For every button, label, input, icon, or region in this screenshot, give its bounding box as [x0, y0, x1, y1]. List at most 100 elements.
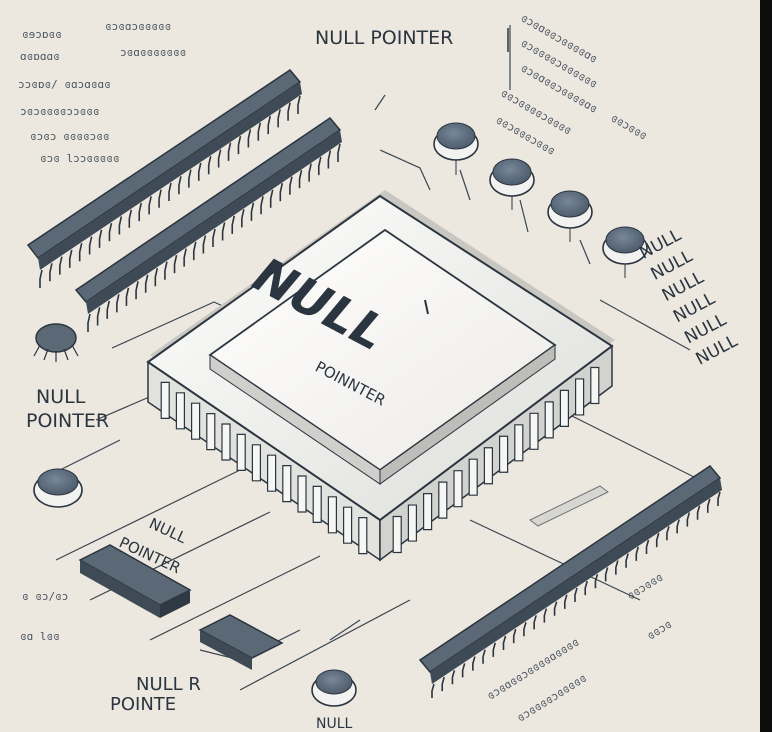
pin — [39, 269, 43, 288]
pin — [297, 95, 301, 114]
chip-pin — [282, 465, 292, 503]
bottom-left-label-2: POINTE — [110, 694, 176, 715]
pin — [472, 656, 476, 671]
pin — [686, 512, 691, 527]
capacitor-4 — [602, 226, 648, 278]
pin — [128, 209, 133, 228]
pin — [533, 615, 537, 630]
pin — [584, 580, 588, 596]
pin — [451, 670, 456, 685]
pin — [192, 241, 197, 261]
pin — [327, 150, 332, 169]
small-component-right — [529, 485, 609, 527]
pin — [207, 156, 212, 175]
svg-text:ɞɞɔɞɞɞ: ɞɞɔɞɞɞ — [609, 111, 650, 142]
chip-pin — [327, 496, 337, 534]
capacitor-row — [33, 122, 648, 707]
pin — [717, 491, 721, 506]
svg-text:ɔɔɞɒɞ/ ɞɑɔɑɞɑɞ: ɔɔɞɒɞ/ ɞɑɔɑɞɑɞ — [18, 78, 111, 91]
svg-text:ɑɞɒɑɑɞ: ɑɞɒɑɑɞ — [20, 50, 60, 63]
ic-strip-upper-left-2 — [74, 116, 342, 332]
left-label-line1: NULL — [36, 386, 86, 408]
pin — [49, 263, 53, 282]
chip-pin — [221, 423, 231, 461]
pin — [78, 243, 83, 262]
chip-pin — [423, 493, 433, 531]
pin — [563, 594, 568, 609]
capacitor-left — [33, 468, 83, 508]
pin — [227, 142, 232, 161]
pin — [116, 294, 120, 313]
small-chip-left — [78, 544, 192, 618]
bottom-left-label-1: NULL R — [136, 674, 201, 695]
pin — [98, 229, 103, 248]
chip-pin — [544, 401, 554, 439]
left-label-line2: POINTER — [26, 410, 109, 432]
pin — [279, 183, 284, 202]
chip-pin — [175, 392, 185, 430]
chip-pin — [499, 435, 509, 473]
svg-text:ɔɞɔɞɞɞɞɔɔɞɞɞ: ɔɞɔɞɞɞɞɔɔɞɞɞ — [20, 105, 99, 118]
pin — [431, 683, 435, 698]
pin — [502, 635, 507, 650]
pin — [287, 102, 291, 121]
pin — [492, 642, 497, 657]
pin — [106, 300, 111, 319]
pin — [173, 254, 178, 274]
svg-text:ɞɞɔɞɞɞ: ɞɞɔɞɞɞ — [625, 570, 666, 602]
chip-pin — [312, 485, 322, 523]
pin — [706, 498, 711, 513]
svg-text:ɞɔɞɑɔɞɞɞɞɞ: ɞɔɞɑɔɞɞɞɞɞ — [105, 20, 171, 33]
pin — [197, 162, 202, 181]
pin — [96, 307, 101, 326]
pin — [168, 182, 172, 201]
chip-pin — [206, 413, 216, 451]
pin — [655, 532, 660, 548]
chip-pin — [468, 458, 478, 496]
pin — [317, 156, 322, 176]
chip-pin — [358, 517, 368, 555]
pin — [68, 249, 73, 268]
pin — [574, 587, 578, 602]
pin — [59, 256, 63, 275]
pin — [125, 287, 130, 306]
tiny-chip-left — [33, 323, 79, 362]
main-processor-chip: NULL POINNTER — [146, 190, 615, 562]
chip-pin — [297, 475, 307, 513]
chip-pin — [407, 504, 417, 542]
pin — [308, 163, 312, 182]
pin — [88, 236, 93, 255]
chip-pin — [575, 378, 585, 416]
pin — [260, 196, 264, 215]
chip-pin — [529, 412, 539, 450]
svg-text:ɞɔɞɔ ɞɞɞɞɔɞɞ: ɞɔɞɔ ɞɞɞɞɔɞɞ — [30, 130, 109, 143]
right-label-stack: NULL NULL NULL NULL NULL NULL — [636, 225, 741, 370]
pin — [231, 215, 236, 234]
pin — [267, 115, 272, 135]
pin — [138, 202, 143, 222]
pin — [250, 202, 255, 221]
capacitor-1 — [433, 122, 479, 175]
pin — [615, 560, 619, 575]
pin — [183, 248, 187, 267]
pin — [247, 129, 252, 148]
pin — [135, 281, 139, 300]
ic-strip-lower-right — [418, 465, 722, 698]
pin — [277, 109, 281, 128]
svg-text:ɞɔɞ lɔɔɞɞɞɞɞ: ɞɔɞ lɔɔɞɞɞɞɞ — [40, 152, 119, 165]
pin — [241, 209, 245, 228]
pin — [217, 149, 222, 168]
pin — [553, 601, 558, 616]
circuit-traces — [39, 25, 701, 691]
svg-text:ɞɞɔɞ: ɞɞɔɞ — [645, 617, 674, 642]
mid-left-label-1: NULL — [146, 514, 189, 547]
chip-pin — [267, 454, 277, 492]
pin — [523, 622, 527, 637]
svg-text:ɞɑ lɞɞ: ɞɑ lɞɞ — [20, 630, 60, 643]
pin — [604, 567, 609, 582]
pin — [289, 176, 293, 195]
svg-text:ɞɘɔɒɞɞ: ɞɘɔɒɞɞ — [22, 28, 62, 41]
pin — [144, 274, 149, 293]
pin — [512, 628, 517, 644]
pin — [164, 261, 168, 280]
